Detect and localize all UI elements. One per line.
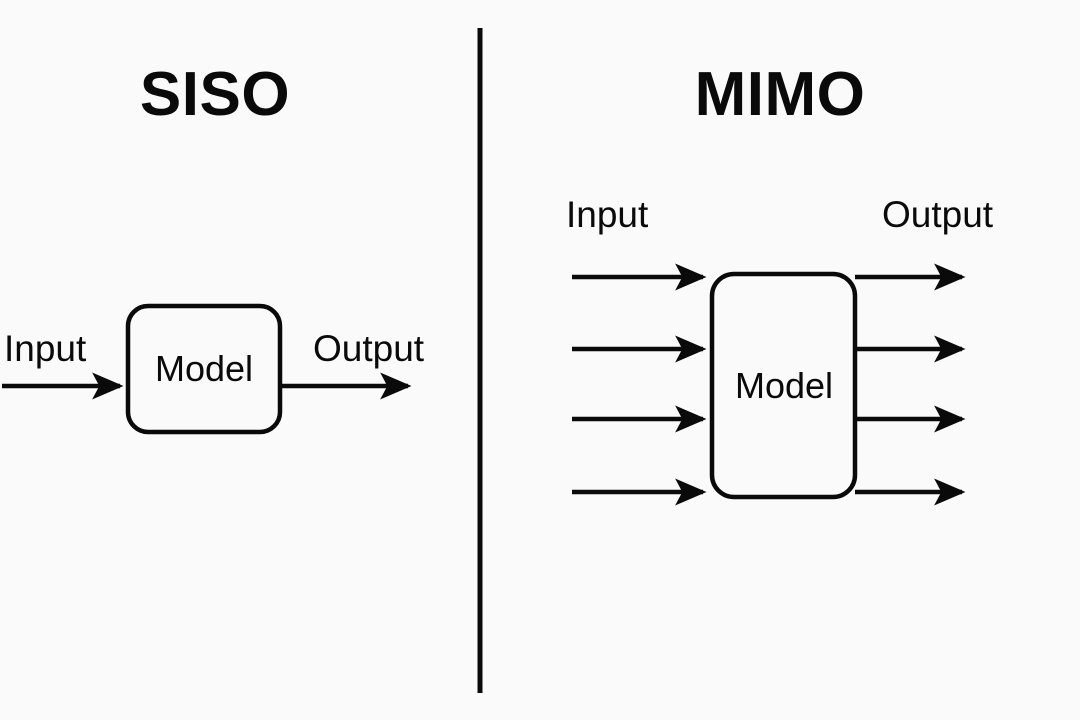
mimo-input-label: Input [566,194,649,235]
mimo-input-arrows [572,263,707,506]
mimo-model-label: Model [734,365,834,406]
siso-title: SISO [139,60,291,129]
mimo-output-arrows [855,263,966,506]
siso-input-label: Input [4,328,87,369]
mimo-output-label: Output [882,194,994,235]
mimo-model-block [709,271,858,500]
siso-model-label: Model [154,348,254,389]
mimo-title: MIMO [694,60,866,129]
siso-model-block [125,303,283,435]
siso-output-label: Output [313,328,425,369]
